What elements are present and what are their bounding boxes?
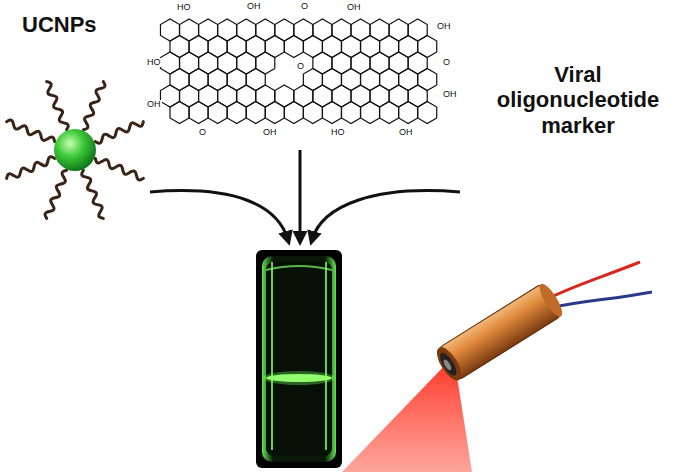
- ligand-chain: [95, 122, 143, 144]
- functional-group: OH: [246, 2, 262, 11]
- functional-group: O: [296, 62, 305, 71]
- carbon-ring: [361, 102, 380, 124]
- functional-group: OH: [346, 3, 362, 12]
- ligand-chain: [95, 158, 143, 180]
- ligand-chain: [7, 120, 55, 142]
- functional-group: OH: [436, 22, 452, 31]
- functional-group: OH: [262, 128, 278, 137]
- wire: [545, 262, 640, 300]
- carbon-ring: [341, 102, 360, 124]
- carbon-ring: [246, 102, 265, 124]
- ligand-chains: [7, 82, 144, 219]
- ligand-chain: [82, 170, 104, 218]
- carbon-ring: [284, 102, 303, 124]
- functional-group: HO: [176, 3, 192, 12]
- functional-group: O: [300, 2, 309, 11]
- carbon-ring: [227, 102, 246, 124]
- wire: [550, 292, 652, 308]
- nanoparticle-sphere: [54, 129, 96, 171]
- functional-group: O: [198, 128, 207, 137]
- marker-label: Viral oligonucleotide marker: [478, 62, 678, 138]
- converging-arrow: [150, 191, 288, 240]
- carbon-ring: [303, 102, 322, 124]
- carbon-ring: [418, 102, 437, 124]
- laser-pointer: [432, 281, 566, 384]
- carbon-ring: [265, 102, 284, 124]
- carbon-ring: [380, 102, 399, 124]
- functional-group: O: [442, 58, 451, 67]
- ligand-chain: [83, 82, 105, 130]
- carbon-ring: [399, 102, 418, 124]
- carbon-ring: [284, 36, 303, 58]
- functional-group: HO: [146, 58, 162, 67]
- functional-group: HO: [330, 128, 346, 137]
- ligand-chain: [45, 170, 67, 218]
- carbon-ring: [170, 102, 189, 124]
- functional-group: OH: [398, 128, 414, 137]
- carbon-ring: [208, 102, 227, 124]
- particle-label: UCNPs: [22, 12, 97, 37]
- carbon-ring: [322, 102, 341, 124]
- converging-arrow: [299, 150, 302, 240]
- glowing-vial: [256, 250, 342, 468]
- converging-arrow: [312, 191, 460, 240]
- carbon-ring: [189, 102, 208, 124]
- ligand-chain: [7, 157, 55, 179]
- ligand-chain: [47, 82, 69, 130]
- functional-group: OH: [146, 100, 162, 109]
- functional-group: OH: [442, 90, 458, 99]
